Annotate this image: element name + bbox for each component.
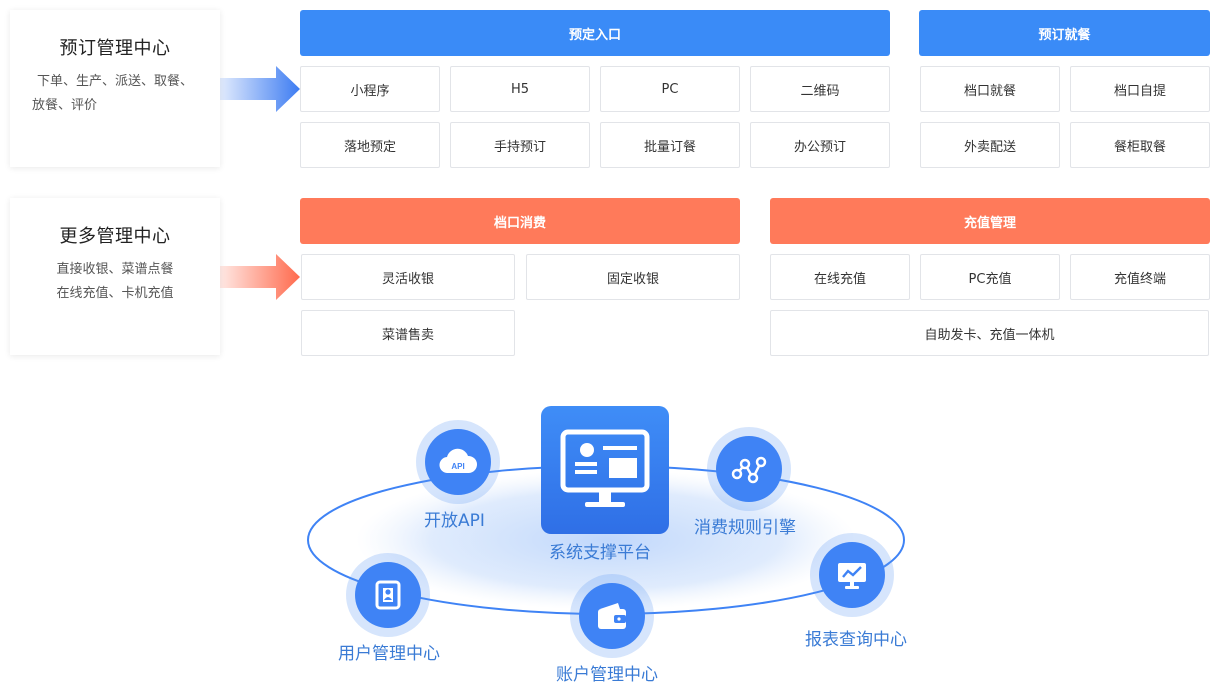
- account-center-node: [570, 574, 654, 658]
- open-api-label: 开放API: [424, 511, 485, 531]
- stall-consumption-item[interactable]: 灵活收银: [301, 254, 515, 300]
- reservation-center-title: 预订管理中心: [59, 38, 171, 59]
- booking-entry-item[interactable]: 落地预定: [300, 122, 440, 168]
- reservation-center-desc: 下单、生产、派送、取餐、 放餐、评价: [10, 70, 220, 118]
- booking-entry-item[interactable]: 二维码: [750, 66, 890, 112]
- arrow-right-icon-blue: [220, 66, 300, 112]
- monitor-icon: [560, 429, 650, 507]
- open-api-node: API: [416, 420, 500, 504]
- rules-engine-label: 消费规则引擎: [694, 518, 796, 538]
- platform-tile: [541, 406, 669, 534]
- api-badge-text: API: [451, 462, 464, 471]
- cloud-api-icon: API: [439, 448, 478, 474]
- wallet-icon: [598, 603, 626, 629]
- more-center-card: 更多管理中心 直接收银、菜谱点餐 在线充值、卡机充值: [10, 198, 220, 355]
- reservation-center-desc-line2: 放餐、评价: [32, 98, 98, 113]
- more-center-desc: 直接收银、菜谱点餐 在线充值、卡机充值: [10, 258, 220, 306]
- recharge-item-wide[interactable]: 自助发卡、充值一体机: [770, 310, 1209, 356]
- booking-entry-item[interactable]: 办公预订: [750, 122, 890, 168]
- booking-entry-item[interactable]: H5: [450, 66, 590, 112]
- booking-entry-item[interactable]: 手持预订: [450, 122, 590, 168]
- chart-monitor-icon: [838, 563, 866, 589]
- rules-engine-node: [707, 427, 791, 511]
- arrow-right-icon-orange: [220, 254, 300, 300]
- flow-chart-icon: [731, 456, 767, 484]
- booking-dining-item[interactable]: 档口自提: [1070, 66, 1210, 112]
- more-center-desc-line2: 在线充值、卡机充值: [56, 286, 174, 301]
- reservation-center-desc-line1: 下单、生产、派送、取餐、: [36, 74, 193, 89]
- booking-entry-header: 预定入口: [300, 10, 890, 56]
- booking-dining-item[interactable]: 外卖配送: [920, 122, 1060, 168]
- booking-entry-item[interactable]: 小程序: [300, 66, 440, 112]
- account-center-label: 账户管理中心: [556, 665, 658, 685]
- booking-dining-item[interactable]: 档口就餐: [920, 66, 1060, 112]
- booking-entry-item[interactable]: 批量订餐: [600, 122, 740, 168]
- user-card-icon: [375, 580, 401, 610]
- more-center-title: 更多管理中心: [59, 226, 171, 247]
- more-center-desc-line1: 直接收银、菜谱点餐: [56, 262, 174, 277]
- recharge-item[interactable]: 充值终端: [1070, 254, 1210, 300]
- booking-dining-item[interactable]: 餐柜取餐: [1070, 122, 1210, 168]
- booking-dining-header: 预订就餐: [919, 10, 1210, 56]
- recharge-header: 充值管理: [770, 198, 1210, 244]
- report-center-node: [810, 533, 894, 617]
- platform-label: 系统支撑平台: [549, 543, 651, 563]
- stall-consumption-item[interactable]: 固定收银: [526, 254, 740, 300]
- stall-consumption-item[interactable]: 菜谱售卖: [301, 310, 515, 356]
- recharge-item[interactable]: 在线充值: [770, 254, 910, 300]
- report-center-label: 报表查询中心: [805, 630, 907, 650]
- booking-entry-item[interactable]: PC: [600, 66, 740, 112]
- reservation-center-card: 预订管理中心 下单、生产、派送、取餐、 放餐、评价: [10, 10, 220, 167]
- user-center-node: [346, 553, 430, 637]
- recharge-item[interactable]: PC充值: [920, 254, 1060, 300]
- stall-consumption-header: 档口消费: [300, 198, 740, 244]
- user-center-label: 用户管理中心: [338, 644, 440, 664]
